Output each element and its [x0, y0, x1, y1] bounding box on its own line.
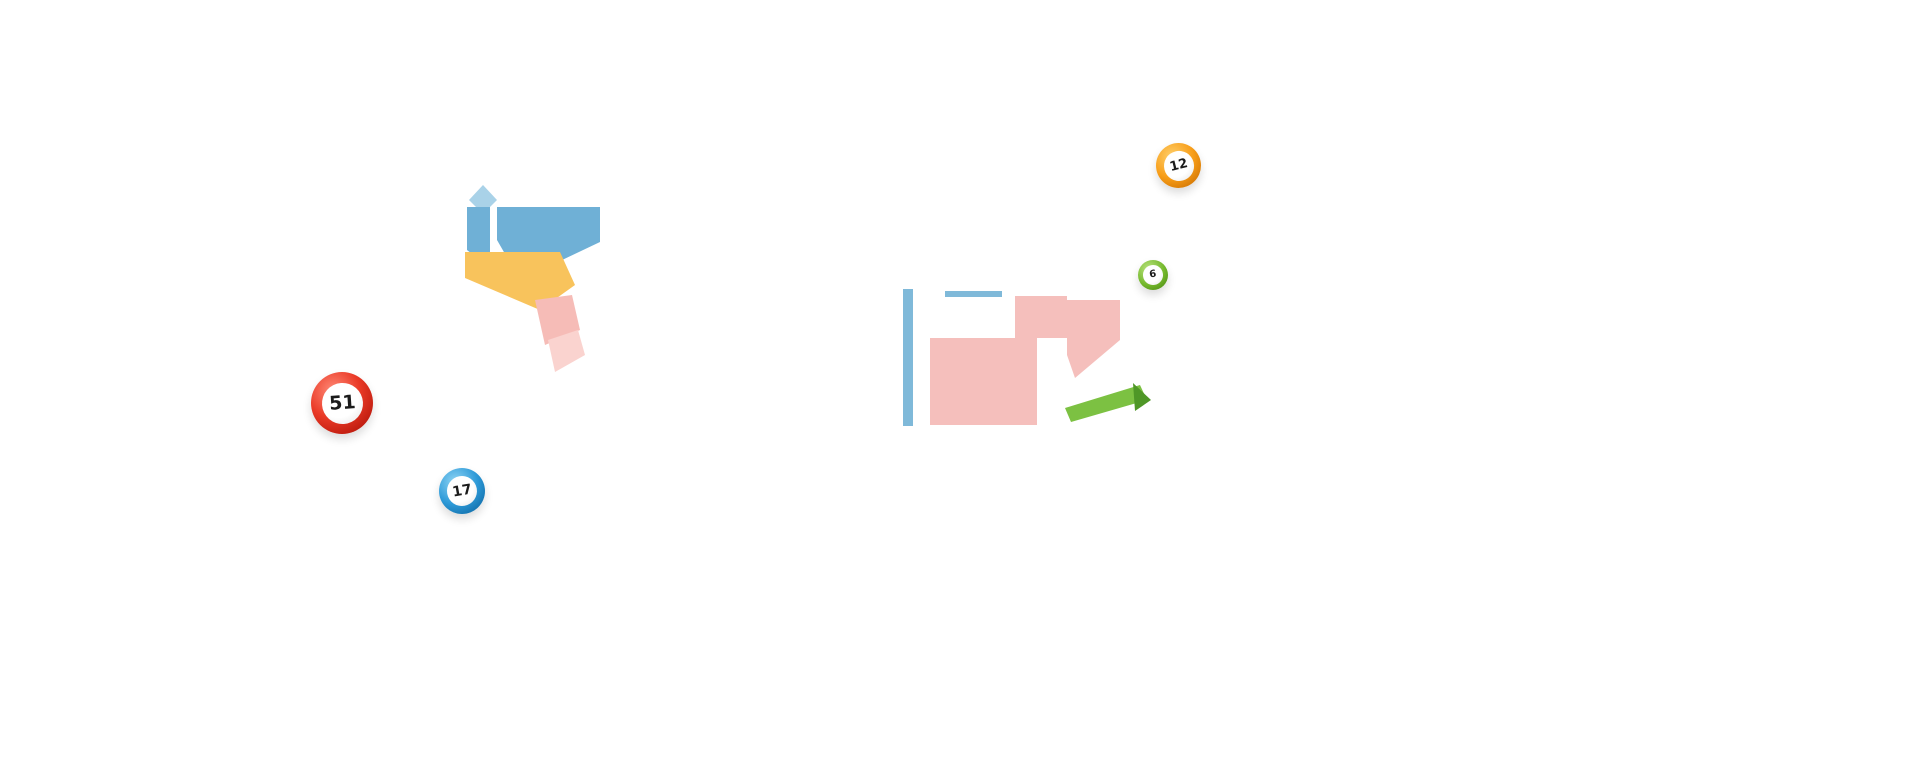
bingo-ball-blue-17: 17	[439, 468, 485, 514]
bingo-ball-number: 51	[320, 381, 364, 425]
blue-horizontal-line-shape	[945, 291, 1002, 297]
bingo-ball-number: 12	[1160, 147, 1197, 184]
pink-digit-band-shape	[1015, 296, 1067, 338]
green-swoosh-shape	[1065, 385, 1147, 422]
yellow-ribbon-shape	[465, 252, 575, 310]
pink-digit-diagonal-shape	[1067, 300, 1120, 378]
bingo-ball-green-6: 6	[1138, 260, 1168, 290]
pink-digit-block-shape	[930, 338, 1037, 425]
bingo-ball-number: 17	[444, 473, 480, 509]
bingo-ball-orange-12: 12	[1156, 143, 1201, 188]
bingo-ball-number: 6	[1141, 263, 1165, 287]
folded-paper-ribbons-illustration	[465, 185, 600, 372]
diamond-shape-icon	[469, 185, 497, 214]
bingo-ball-red-51: 51	[311, 372, 373, 434]
light-pink-ribbon-shape	[548, 330, 585, 372]
pink-ribbon-shape	[535, 295, 580, 345]
pink-numerals-illustration	[903, 289, 1151, 426]
blue-vertical-bar-shape	[903, 289, 913, 426]
green-swoosh-tip-shape	[1133, 383, 1151, 411]
